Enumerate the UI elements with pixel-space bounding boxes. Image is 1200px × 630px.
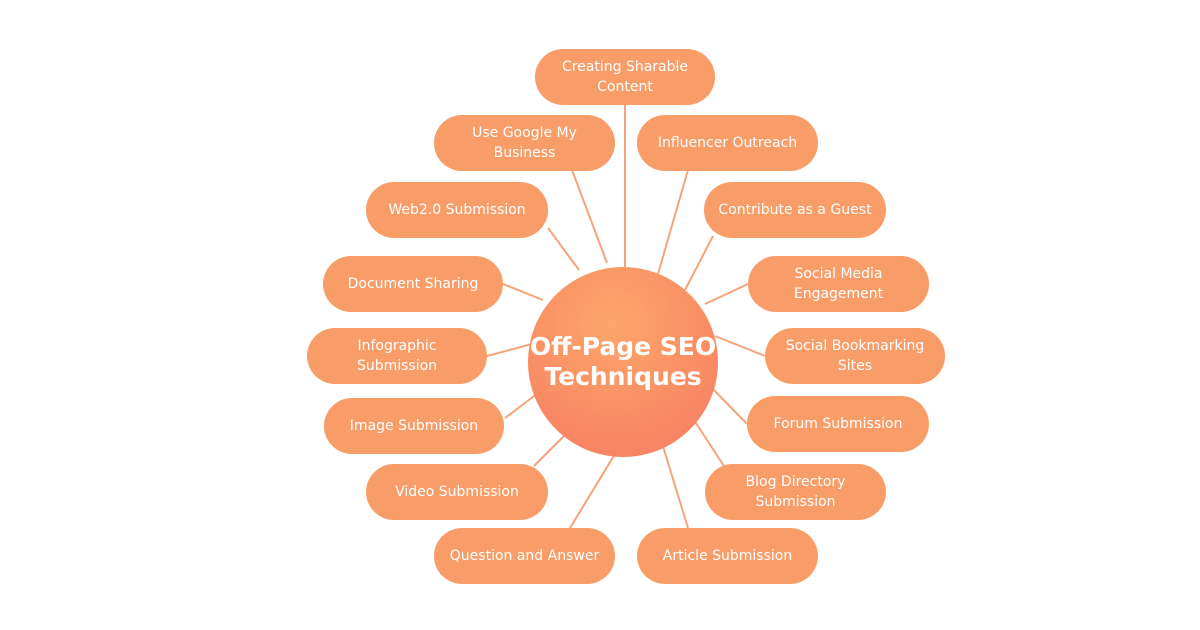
center-hub: Off-Page SEO Techniques (528, 267, 718, 457)
node-label: Social Bookmarking Sites (785, 337, 925, 374)
node-label: Document Sharing (347, 275, 479, 292)
node-use-google-my-business: Use Google My Business (434, 115, 615, 171)
node-infographic-submission: Infographic Submission (307, 328, 487, 384)
connector-line (504, 392, 539, 419)
node-label: Question and Answer (449, 547, 600, 564)
connector-line (486, 343, 533, 357)
node-label: Influencer Outreach (657, 134, 798, 151)
node-label: Social Media Engagement (793, 265, 884, 302)
node-contribute-as-guest: Contribute as a Guest (704, 182, 886, 238)
node-creating-sharable-content: Creating Sharable Content (535, 49, 715, 105)
connector-line (704, 283, 749, 305)
node-label: Use Google My Business (472, 124, 577, 161)
node-image-submission: Image Submission (324, 398, 504, 454)
node-label: Contribute as a Guest (718, 201, 872, 218)
node-label: Creating Sharable Content (561, 58, 689, 95)
node-label: Video Submission (395, 483, 519, 500)
node-social-bookmarking-sites: Social Bookmarking Sites (765, 328, 945, 384)
hub-title: Off-Page SEO Techniques (529, 331, 717, 392)
node-label: Article Submission (662, 547, 793, 564)
connector-line (693, 419, 725, 467)
node-article-submission: Article Submission (637, 528, 818, 584)
node-web20-submission: Web2.0 Submission (366, 182, 548, 238)
connector-line (533, 431, 569, 467)
node-influencer-outreach: Influencer Outreach (637, 115, 818, 171)
node-label: Forum Submission (773, 415, 903, 432)
connector-line (569, 453, 616, 529)
node-blog-directory-submission: Blog Directory Submission (705, 464, 886, 520)
connector-line (571, 169, 608, 264)
connector-line (714, 335, 766, 357)
connector-line (711, 387, 748, 425)
node-label: Infographic Submission (356, 337, 438, 374)
node-label: Image Submission (349, 417, 479, 434)
connector-line (547, 227, 580, 271)
connector-line (657, 169, 689, 275)
node-forum-submission: Forum Submission (747, 396, 929, 452)
connector-line (661, 442, 689, 529)
connector-line (502, 283, 544, 301)
node-video-submission: Video Submission (366, 464, 548, 520)
node-social-media-engagement: Social Media Engagement (748, 256, 929, 312)
connector-line (684, 235, 714, 291)
node-label: Web2.0 Submission (388, 201, 526, 218)
node-question-and-answer: Question and Answer (434, 528, 615, 584)
node-document-sharing: Document Sharing (323, 256, 503, 312)
node-label: Blog Directory Submission (745, 473, 846, 510)
